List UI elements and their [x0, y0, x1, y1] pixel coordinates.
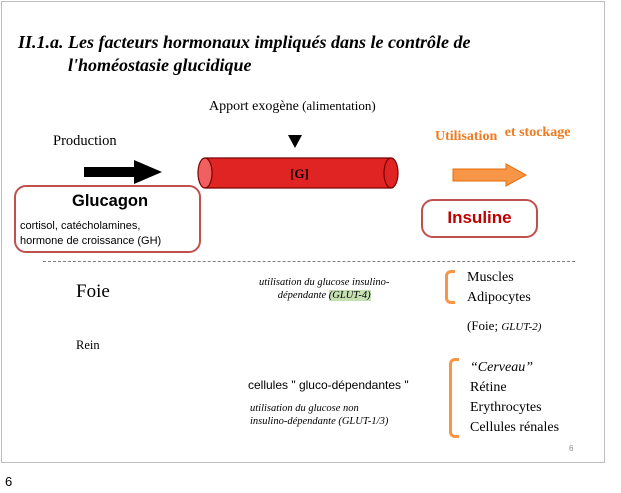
insulin-dep-line-2a: dépendante: [277, 290, 329, 301]
non-insulin-targets: “Cerveau” Rétine Erythrocytes Cellules r…: [470, 358, 559, 438]
glut4-highlight: (GLUT-4): [328, 290, 371, 301]
page-number: 6: [5, 474, 13, 489]
utilisation-arrow-icon: [452, 163, 528, 187]
foie-glut2-a: (Foie;: [467, 318, 502, 333]
foie-label: Foie: [76, 281, 110, 302]
apport-text: Apport exogène: [209, 99, 299, 114]
retine-label: Rétine: [470, 380, 507, 395]
separator-line: [43, 261, 575, 262]
down-arrow-icon: [288, 135, 302, 148]
apport-exogene-label: Apport exogène (alimentation): [209, 98, 376, 115]
gluco-dependantes-label: cellules " gluco-dépendantes ": [248, 378, 409, 392]
insuline-label: Insuline: [447, 208, 512, 227]
adipocytes-label: Adipocytes: [467, 290, 531, 305]
non-insulin-line-2: insulino-dépendante (GLUT-1/3): [250, 416, 389, 427]
slide-number: 6: [569, 444, 574, 453]
bracket-non-insulin: [449, 358, 459, 438]
rein-label: Rein: [76, 338, 100, 352]
foie-glut2-label: (Foie; GLUT-2): [467, 318, 541, 334]
insulin-dep-line-2: dépendante (GLUT-4): [259, 289, 389, 302]
glucagon-line-1: cortisol, catécholamines,: [20, 220, 141, 232]
glucagon-line-2: hormone de croissance (GH): [20, 235, 162, 247]
cerveau-label: “Cerveau”: [470, 360, 533, 375]
glucagon-box: Glucagon cortisol, catécholamines, hormo…: [14, 185, 201, 253]
utilisation-text: Utilisation: [435, 129, 498, 144]
insuline-box: Insuline: [421, 199, 538, 238]
slide-title: II.1.a. Les facteurs hormonaux impliqués…: [18, 31, 578, 77]
erythrocytes-label: Erythrocytes: [470, 400, 542, 415]
stockage-text: et stockage: [504, 125, 571, 140]
glucose-tube-label: [G]: [290, 166, 309, 181]
bracket-insulin: [445, 270, 455, 304]
glucagon-hormones: cortisol, catécholamines, hormone de cro…: [20, 219, 161, 249]
foie-glut2-b: GLUT-2): [501, 321, 542, 333]
insulin-targets: Muscles Adipocytes: [467, 268, 531, 308]
slide: [1, 1, 605, 463]
glucagon-title: Glucagon: [72, 192, 149, 210]
utilisation-stockage-label: Utilisation et stockage: [435, 125, 571, 144]
muscles-label: Muscles: [467, 270, 514, 285]
title-line-2: l'homéostasie glucidique: [68, 55, 252, 75]
insulin-dependent-text: utilisation du glucose insulino- dépenda…: [259, 276, 389, 302]
insulin-dep-line-1: utilisation du glucose insulino-: [259, 277, 390, 288]
non-insulin-line-1: utilisation du glucose non: [250, 403, 359, 414]
cellules-renales-label: Cellules rénales: [470, 420, 560, 435]
production-arrow-icon: [84, 160, 162, 184]
title-line-1: II.1.a. Les facteurs hormonaux impliqués…: [18, 32, 471, 52]
production-label: Production: [53, 133, 117, 149]
glucose-tube-icon: [197, 157, 399, 189]
apport-paren-text: (alimentation): [298, 98, 376, 113]
non-insulin-dependent-text: utilisation du glucose non insulino-dépe…: [250, 402, 388, 428]
